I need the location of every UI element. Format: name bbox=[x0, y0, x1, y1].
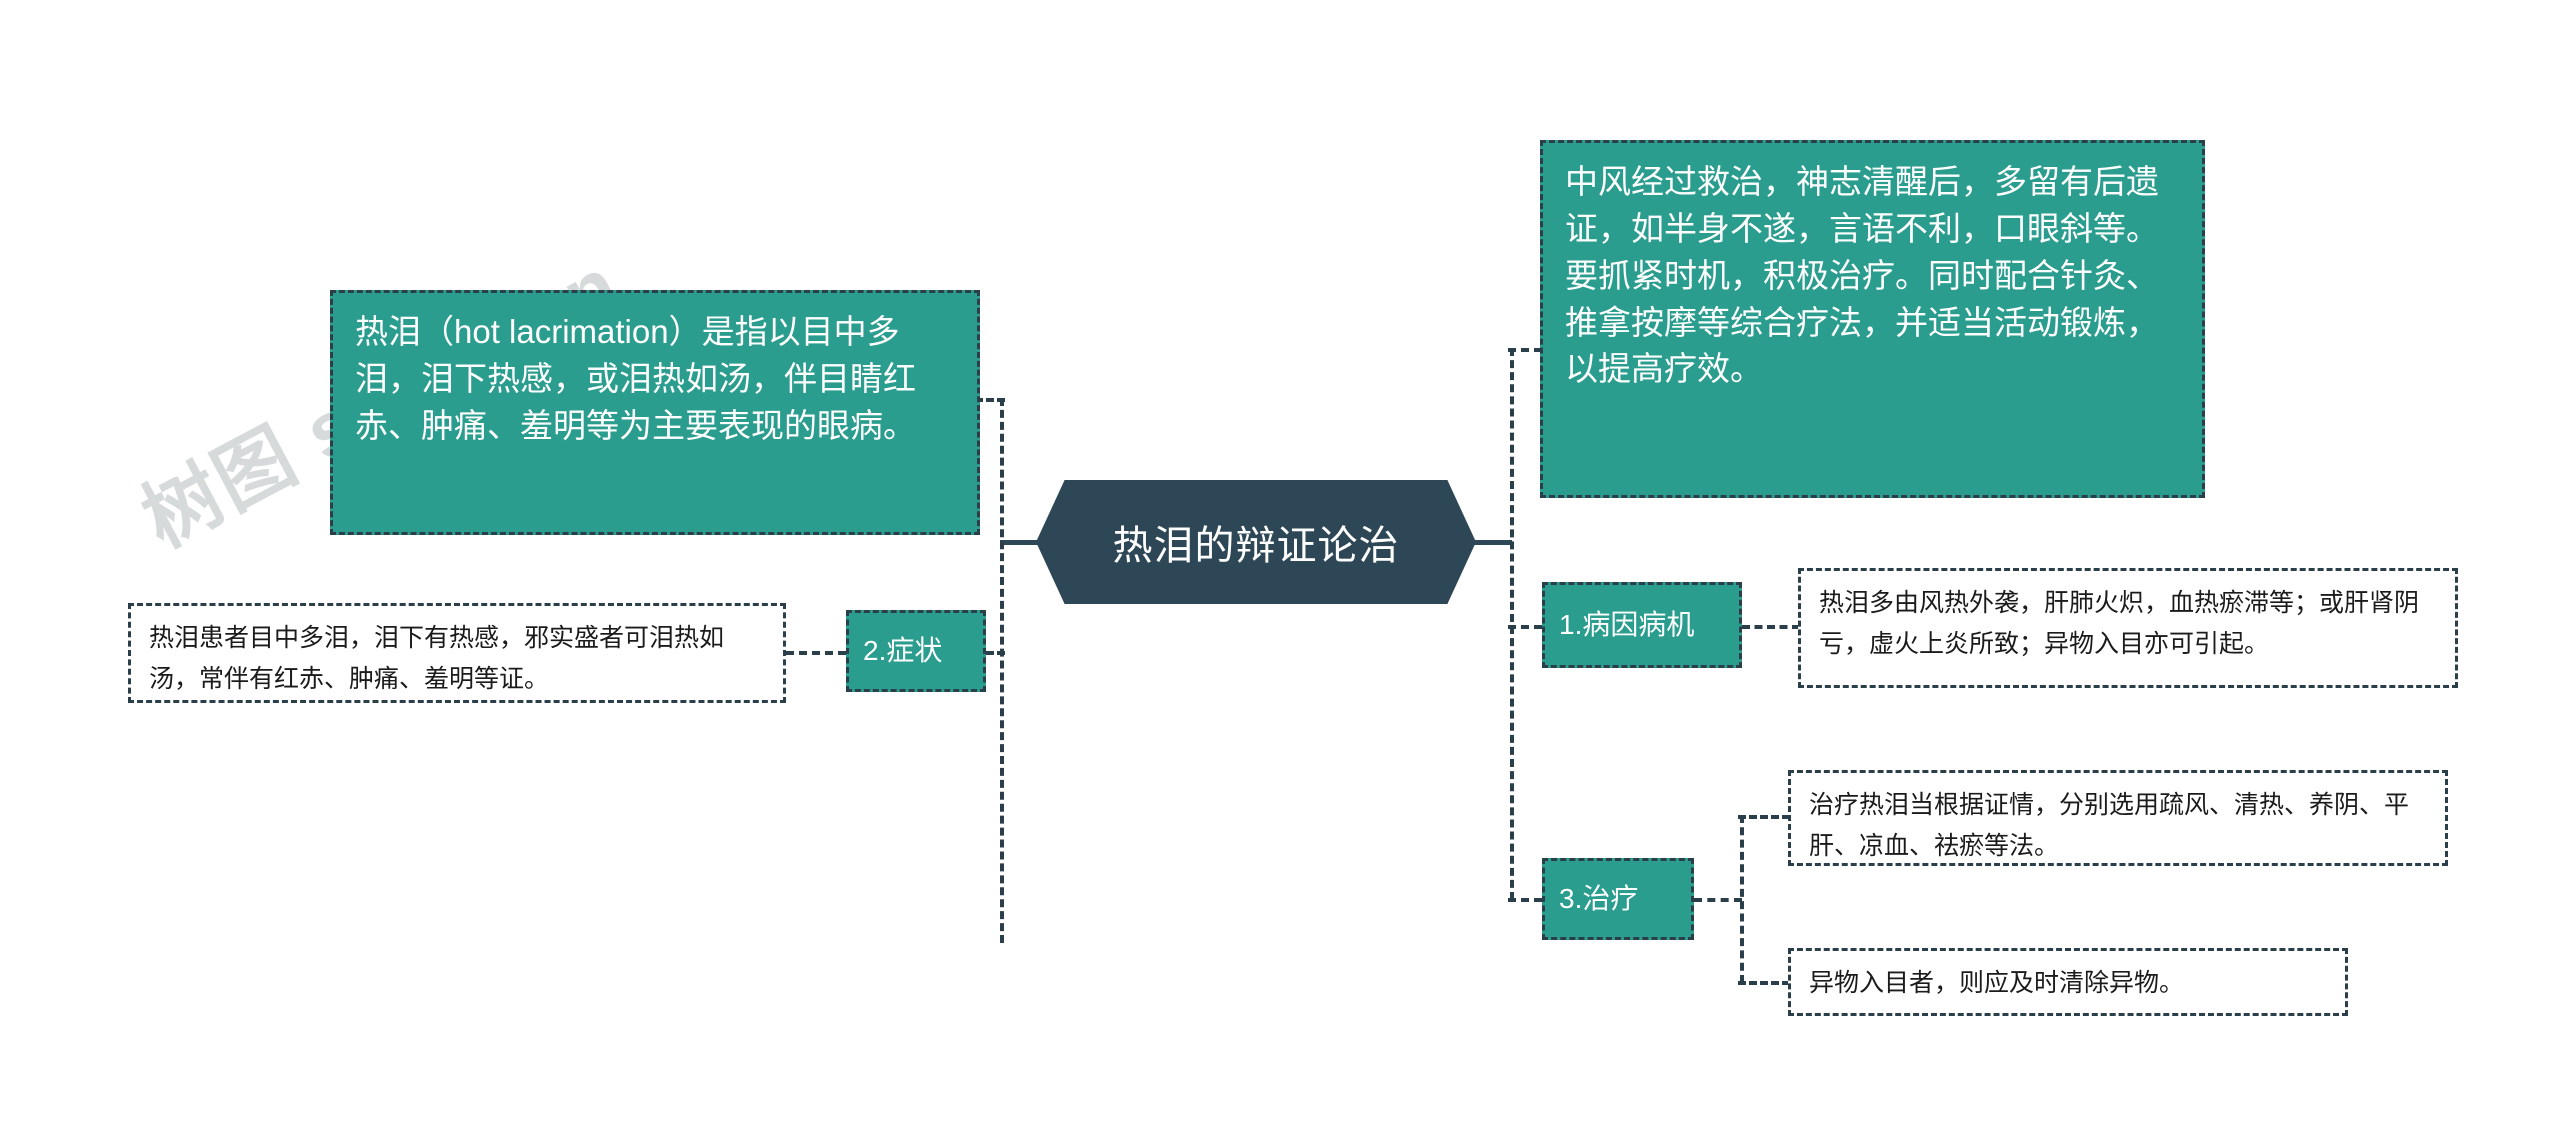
node-etiology-detail[interactable]: 热泪多由风热外袭，肝肺火炽，血热瘀滞等；或肝肾阴亏，虚火上炎所致；异物入目亦可引… bbox=[1798, 568, 2458, 688]
node-treatment-detail-1-text: 治疗热泪当根据证情，分别选用疏风、清热、养阴、平肝、凉血、祛瘀等法。 bbox=[1809, 791, 2410, 860]
connector-left-symptoms bbox=[975, 651, 1005, 655]
node-treatment-label[interactable]: 3.治疗 bbox=[1542, 858, 1694, 940]
connector-symptoms-detail bbox=[786, 651, 846, 655]
connector-etiology-detail bbox=[1742, 625, 1800, 629]
connector-treatment-subtrunk bbox=[1740, 815, 1744, 983]
node-treatment-detail-2[interactable]: 异物入目者，则应及时清除异物。 bbox=[1788, 948, 2348, 1016]
node-definition[interactable]: 热泪（hot lacrimation）是指以目中多泪，泪下热感，或泪热如汤，伴目… bbox=[330, 290, 980, 535]
connector-treatment-stub bbox=[1694, 898, 1742, 902]
connector-right-trunk bbox=[1510, 348, 1514, 900]
connector-right-etiology bbox=[1508, 625, 1542, 629]
connector-left-trunk bbox=[1000, 398, 1004, 943]
center-title-text: 热泪的辩证论治 bbox=[1112, 524, 1400, 568]
node-etiology-detail-text: 热泪多由风热外袭，肝肺火炽，血热瘀滞等；或肝肾阴亏，虚火上炎所致；异物入目亦可引… bbox=[1819, 589, 2420, 658]
node-treatment-detail-2-text: 异物入目者，则应及时清除异物。 bbox=[1809, 969, 2185, 997]
connector-right-treatment bbox=[1508, 898, 1542, 902]
center-title-node[interactable]: 热泪的辩证论治 bbox=[1036, 480, 1476, 604]
node-treatment-label-text: 3.治疗 bbox=[1559, 883, 1639, 915]
node-stroke-sequelae-text: 中风经过救治，神志清醒后，多留有后遗证，如半身不遂，言语不利，口眼斜等。要抓紧时… bbox=[1565, 163, 2159, 388]
connector-treatment-detail-2 bbox=[1738, 981, 1790, 985]
node-treatment-detail-1[interactable]: 治疗热泪当根据证情，分别选用疏风、清热、养阴、平肝、凉血、祛瘀等法。 bbox=[1788, 770, 2448, 866]
node-symptoms-detail[interactable]: 热泪患者目中多泪，泪下有热感，邪实盛者可泪热如汤，常伴有红赤、肿痛、羞明等证。 bbox=[128, 603, 786, 703]
node-symptoms-label-text: 2.症状 bbox=[863, 635, 943, 667]
connector-right-sequelae bbox=[1508, 348, 1542, 352]
node-symptoms-label[interactable]: 2.症状 bbox=[846, 610, 986, 692]
connector-center-right-stub bbox=[1472, 540, 1512, 545]
node-symptoms-detail-text: 热泪患者目中多泪，泪下有热感，邪实盛者可泪热如汤，常伴有红赤、肿痛、羞明等证。 bbox=[149, 624, 725, 693]
node-etiology-label[interactable]: 1.病因病机 bbox=[1542, 582, 1742, 668]
node-etiology-label-text: 1.病因病机 bbox=[1559, 609, 1695, 641]
connector-center-left-stub bbox=[1000, 540, 1040, 545]
connector-treatment-detail-1 bbox=[1738, 815, 1790, 819]
node-stroke-sequelae[interactable]: 中风经过救治，神志清醒后，多留有后遗证，如半身不遂，言语不利，口眼斜等。要抓紧时… bbox=[1540, 140, 2205, 498]
connector-left-definition bbox=[975, 398, 1005, 402]
node-definition-text: 热泪（hot lacrimation）是指以目中多泪，泪下热感，或泪热如汤，伴目… bbox=[355, 313, 916, 444]
